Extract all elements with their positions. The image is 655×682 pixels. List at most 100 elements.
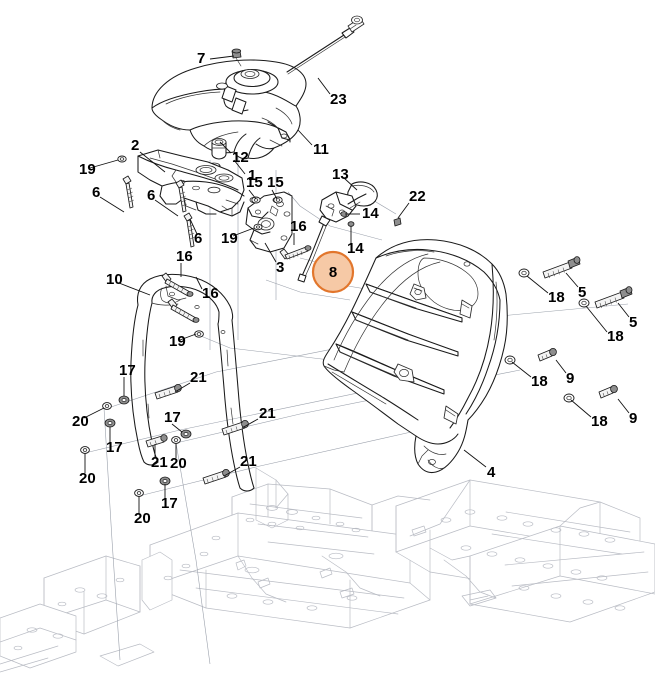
callout-number: 19 [169,333,186,350]
callout-5-c6: 5 [617,302,637,331]
support-bracket-part [137,149,245,217]
leader-line [209,55,235,60]
washer-20b [80,446,90,454]
callout-number: 16 [290,218,307,235]
callout-5-c5: 5 [565,272,586,301]
leader-line [463,449,487,468]
callout-number: 18 [548,289,565,306]
callout-21-c39: 21 [174,369,207,393]
callout-19-c33: 19 [221,227,255,247]
leader-line [174,382,191,393]
callout-number: 14 [347,240,364,257]
callout-14-c18: 14 [347,226,364,257]
callout-number: 10 [106,271,123,288]
callout-17-c26: 17 [164,409,183,433]
locknut-17b [104,418,116,428]
callout-16-c22: 16 [195,276,219,302]
callout-23-c44: 23 [317,77,347,108]
callout-number: 21 [190,369,207,386]
nut-15b [273,196,283,204]
highlight-marker-8[interactable]: 8 [311,250,355,294]
callout-number: 21 [151,454,168,471]
callout-number: 13 [332,166,349,183]
callout-number: 16 [176,248,193,265]
bolt-21b [221,419,249,436]
screw-9b [598,384,618,399]
bolt-21d [202,468,230,485]
callout-4-c4: 4 [463,449,496,481]
callout-number: 20 [134,510,151,527]
rear-cover-part [322,239,508,474]
leader-line [241,418,259,429]
leader-line [617,398,630,414]
nut-15a [251,196,261,204]
leader-line [83,407,105,419]
callout-number: 7 [197,50,205,67]
callout-21-c42: 21 [223,453,257,477]
leader-line [154,199,179,217]
callout-number: 23 [330,91,347,108]
callout-number: 18 [591,413,608,430]
callout-number: 17 [164,409,181,426]
callout-number: 16 [202,285,219,302]
locknut-17d [159,476,171,486]
locknut-17a [118,395,130,405]
chassis-ghost-group [0,150,655,673]
screw-5b [594,286,633,309]
callout-20-c35: 20 [72,407,105,430]
washer-19a [117,155,127,163]
callout-number: 22 [409,188,426,205]
callout-19-c34: 19 [169,333,197,350]
leader-line [179,333,197,341]
callout-number: 2 [131,137,139,154]
callout-number: 14 [362,205,379,222]
washer-18b [578,298,590,308]
callout-7-c10: 7 [197,50,235,67]
leader-line [223,466,241,477]
leader-line [139,151,166,173]
callout-number: 17 [161,495,178,512]
callout-15-c19: 15 [246,174,263,200]
callout-number: 5 [629,314,637,331]
leader-line [195,276,203,290]
washer-18a [518,268,530,278]
leader-line [317,77,331,95]
callout-17-c25: 17 [106,427,123,456]
callout-6-c8: 6 [147,187,179,217]
washer-19b [253,223,263,231]
leader-line [189,218,198,235]
fuel-tank-part [151,59,307,160]
leader-line [617,302,630,318]
leader-line [585,305,608,333]
bolt-21c [145,434,168,448]
leader-line [343,177,358,191]
leader-line [171,423,183,433]
callout-number: 20 [72,413,89,430]
callout-number: 12 [232,149,249,166]
callout-9-c12: 9 [617,398,637,427]
callout-19-c32: 19 [79,159,119,178]
callout-number: 20 [79,470,96,487]
callout-16-c23: 16 [290,218,307,245]
callout-number: 6 [147,187,155,204]
callout-number: 18 [531,373,548,390]
callout-9-c11: 9 [555,359,574,387]
locknut-17c [180,429,192,439]
leader-line [264,242,277,263]
callout-18-c28: 18 [526,275,565,306]
callout-number: 21 [240,453,257,470]
leader-line [233,159,246,175]
callout-3-c3: 3 [264,242,284,276]
washer-20c [171,436,181,444]
callout-18-c29: 18 [585,305,624,345]
callout-18-c30: 18 [511,361,548,390]
callout-14-c17: 14 [345,205,379,222]
callout-number: 1 [248,167,256,184]
screw-6a [122,175,134,209]
leader-line [248,189,257,200]
callout-number: 4 [487,464,496,481]
callout-number: 9 [566,370,574,387]
callout-21-c40: 21 [241,405,276,429]
